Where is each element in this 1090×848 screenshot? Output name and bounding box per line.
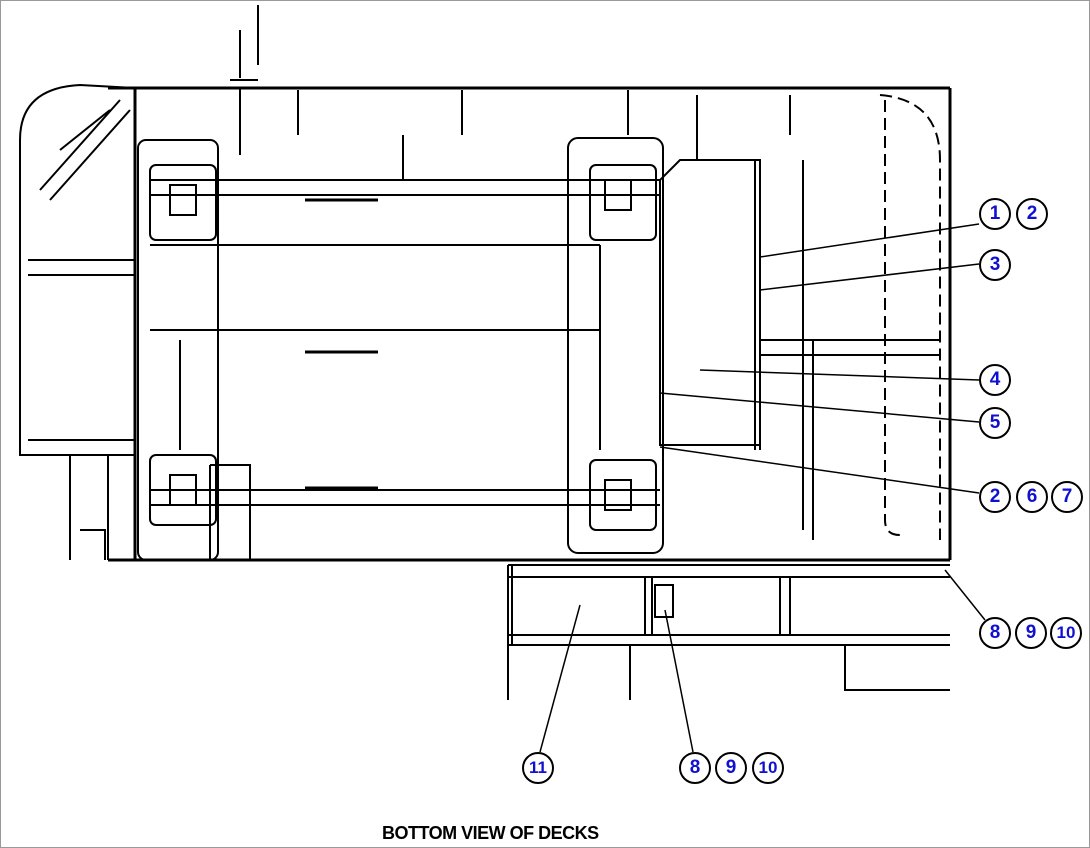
- diagram-title: BOTTOM VIEW OF DECKS: [382, 823, 599, 843]
- callout-1: 1: [979, 198, 1011, 230]
- callout-10: 10: [752, 752, 784, 784]
- callout-11: 11: [522, 752, 554, 784]
- callout-3: 3: [979, 249, 1011, 281]
- callout-10: 10: [1050, 617, 1082, 649]
- callout-8: 8: [979, 617, 1011, 649]
- callout-8: 8: [679, 752, 711, 784]
- callout-7: 7: [1051, 481, 1083, 513]
- callout-9: 9: [715, 752, 747, 784]
- callout-4: 4: [979, 364, 1011, 396]
- callout-6: 6: [1016, 481, 1048, 513]
- callout-2: 2: [1016, 198, 1048, 230]
- callout-2: 2: [979, 481, 1011, 513]
- callout-5: 5: [979, 407, 1011, 439]
- callout-9: 9: [1015, 617, 1047, 649]
